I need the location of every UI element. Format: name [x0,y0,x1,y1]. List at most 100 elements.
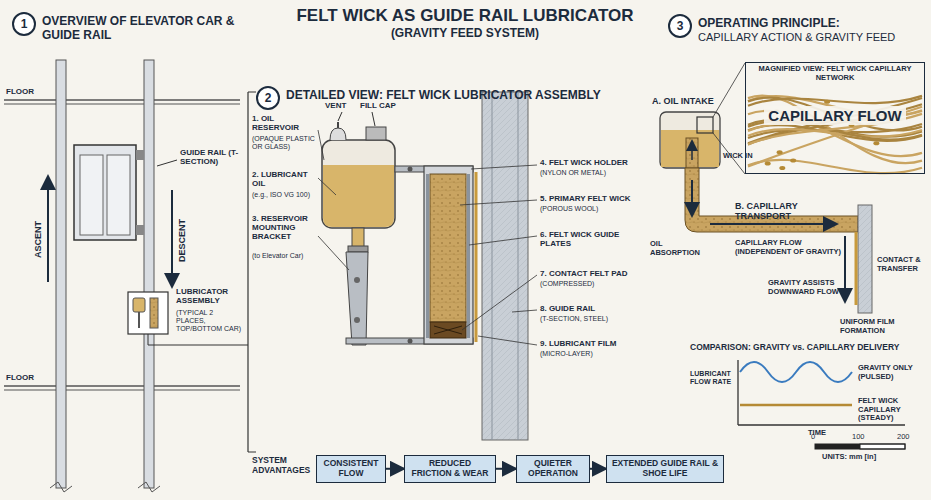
drawing-rect [136,225,144,235]
drawing-rect [136,150,144,160]
heading-block: OVERVIEW OF ELEVATOR CAR & GUIDE RAIL [42,12,237,43]
drawing-rect [686,138,698,168]
drawing-line [460,200,537,205]
drawing-circle [408,167,413,172]
direction-label: DESCENT [177,219,187,262]
drawing-rect [815,444,905,449]
drawing-rect [424,166,473,344]
process-label: OIL ABSORPTION [650,240,684,257]
felt-fibre [748,95,922,163]
note-text: (to Elevator Car) [252,252,318,260]
diagram-title: FELT WICK AS GUIDE RAIL LUBRICATOR [215,6,715,26]
drawing-line [512,310,537,312]
section-heading-text: DETAILED VIEW: FELT WICK LUBRICATOR ASSE… [286,88,646,102]
drawing-rect [133,298,145,312]
drawing-path [330,128,346,140]
drawing-line [318,178,336,195]
drawing-line [691,142,693,160]
part-label: FILL CAP [360,101,410,110]
drawing-rect [80,155,103,235]
callout-label: 1. OIL RESERVOIR [252,114,318,132]
axis-label: LUBRICANT FLOW RATE [690,370,736,386]
drawing-rect [74,145,136,240]
drawing-path [323,165,394,227]
drawing-line [4,385,240,387]
callout-number: 1 [12,12,36,36]
drawing-g [815,444,905,449]
scale-units: UNITS: mm [in] [822,453,922,462]
box-text: QUIETER OPERATION [521,459,585,479]
callout-number: 2 [256,86,280,110]
section-heading: 3OPERATING PRINCIPLE:CAPILLARY ACTION & … [668,14,928,45]
drawing-line [138,312,140,328]
drawing-rect [348,246,368,252]
drawing-line [248,452,256,453]
advantage-box: REDUCED FRICTION & WEAR [404,455,496,483]
drawing-line [738,424,905,425]
box-text: EXTENDED GUIDE RAIL & SHOE LIFE [611,459,719,479]
floor-label: FLOOR [6,373,56,382]
drawing-line [318,236,349,270]
step-label: B. CAPILLARY TRANSPORT [735,201,855,222]
oil-droplet [873,141,879,145]
section-heading-text: OVERVIEW OF ELEVATOR CAR & GUIDE RAIL [42,14,237,43]
box-heading: MAGNIFIED VIEW: FELT WICK CAPILLARY NETW… [750,65,920,82]
drawing-rect [150,298,158,328]
note-text: (MICRO-LAYER) [540,350,648,358]
drawing-line [471,165,537,169]
drawing-path [685,168,858,232]
process-label: GRAVITY ASSISTS DOWNWARD FLOW [768,279,842,296]
drawing-rect [322,140,395,228]
oil-droplet [824,100,830,104]
drawing-line [4,390,240,391]
drawing-line [337,122,339,128]
flow-arrow [590,468,606,470]
drawing-rect [697,117,713,133]
drawing-line [157,160,177,166]
drawing-rect [860,444,905,449]
drawing-path [50,482,72,492]
drawing-rect [858,205,872,313]
direction-label: ASCENT [33,221,43,258]
callout-number: 3 [668,14,692,38]
scale-label: 200 [897,433,922,442]
drawing-line [713,63,745,117]
series-label: GRAVITY ONLY (PULSED) [858,364,930,381]
magnified-view-box: MAGNIFIED VIEW: FELT WICK CAPILLARY NETW… [745,62,925,174]
felt-fibre [748,98,922,131]
drawing-rect [815,444,860,449]
section-heading: 1OVERVIEW OF ELEVATOR CAR & GUIDE RAIL [12,12,237,43]
callout-label: 3. RESERVOIR MOUNTING BRACKET [252,214,318,242]
callout-label: 6. FELT WICK GUIDE PLATES [540,230,648,248]
note-text: (COMPRESSED) [540,280,648,288]
drawing-circle [354,317,360,323]
note-text: (e.g., ISO VG 100) [252,191,318,199]
drawing-rect [467,174,470,338]
felt-fibre [748,107,922,167]
drawing-line [710,223,835,225]
advantage-box: QUIETER OPERATION [516,455,590,483]
note-text: (T-SECTION, STEEL) [540,315,648,323]
oil-droplet [777,150,783,154]
process-label: CONTACT & TRANSFER [877,256,929,273]
drawing-rect [661,130,719,167]
drawing-line [740,404,852,407]
drawing-line [372,112,375,126]
part-label: LUBRICATOR ASSEMBLY [176,287,244,305]
drawing-line [4,104,240,105]
drawing-line [518,92,519,440]
floor-label: FLOOR [6,87,56,96]
oil-droplet [765,162,771,166]
process-label: UNIFORM FILM FORMATION [840,318,928,335]
drawing-line [4,99,240,101]
drawing-path [346,252,368,345]
oil-droplet [790,158,796,162]
callout-label: 2. LUBRICANT OIL [252,170,318,188]
drawing-path [138,482,160,492]
drawing-line [469,236,537,245]
note-text: (POROUS WOOL) [540,205,648,213]
drawing-line [47,178,49,282]
drawing-line [478,336,537,345]
drawing-rect [426,174,429,338]
